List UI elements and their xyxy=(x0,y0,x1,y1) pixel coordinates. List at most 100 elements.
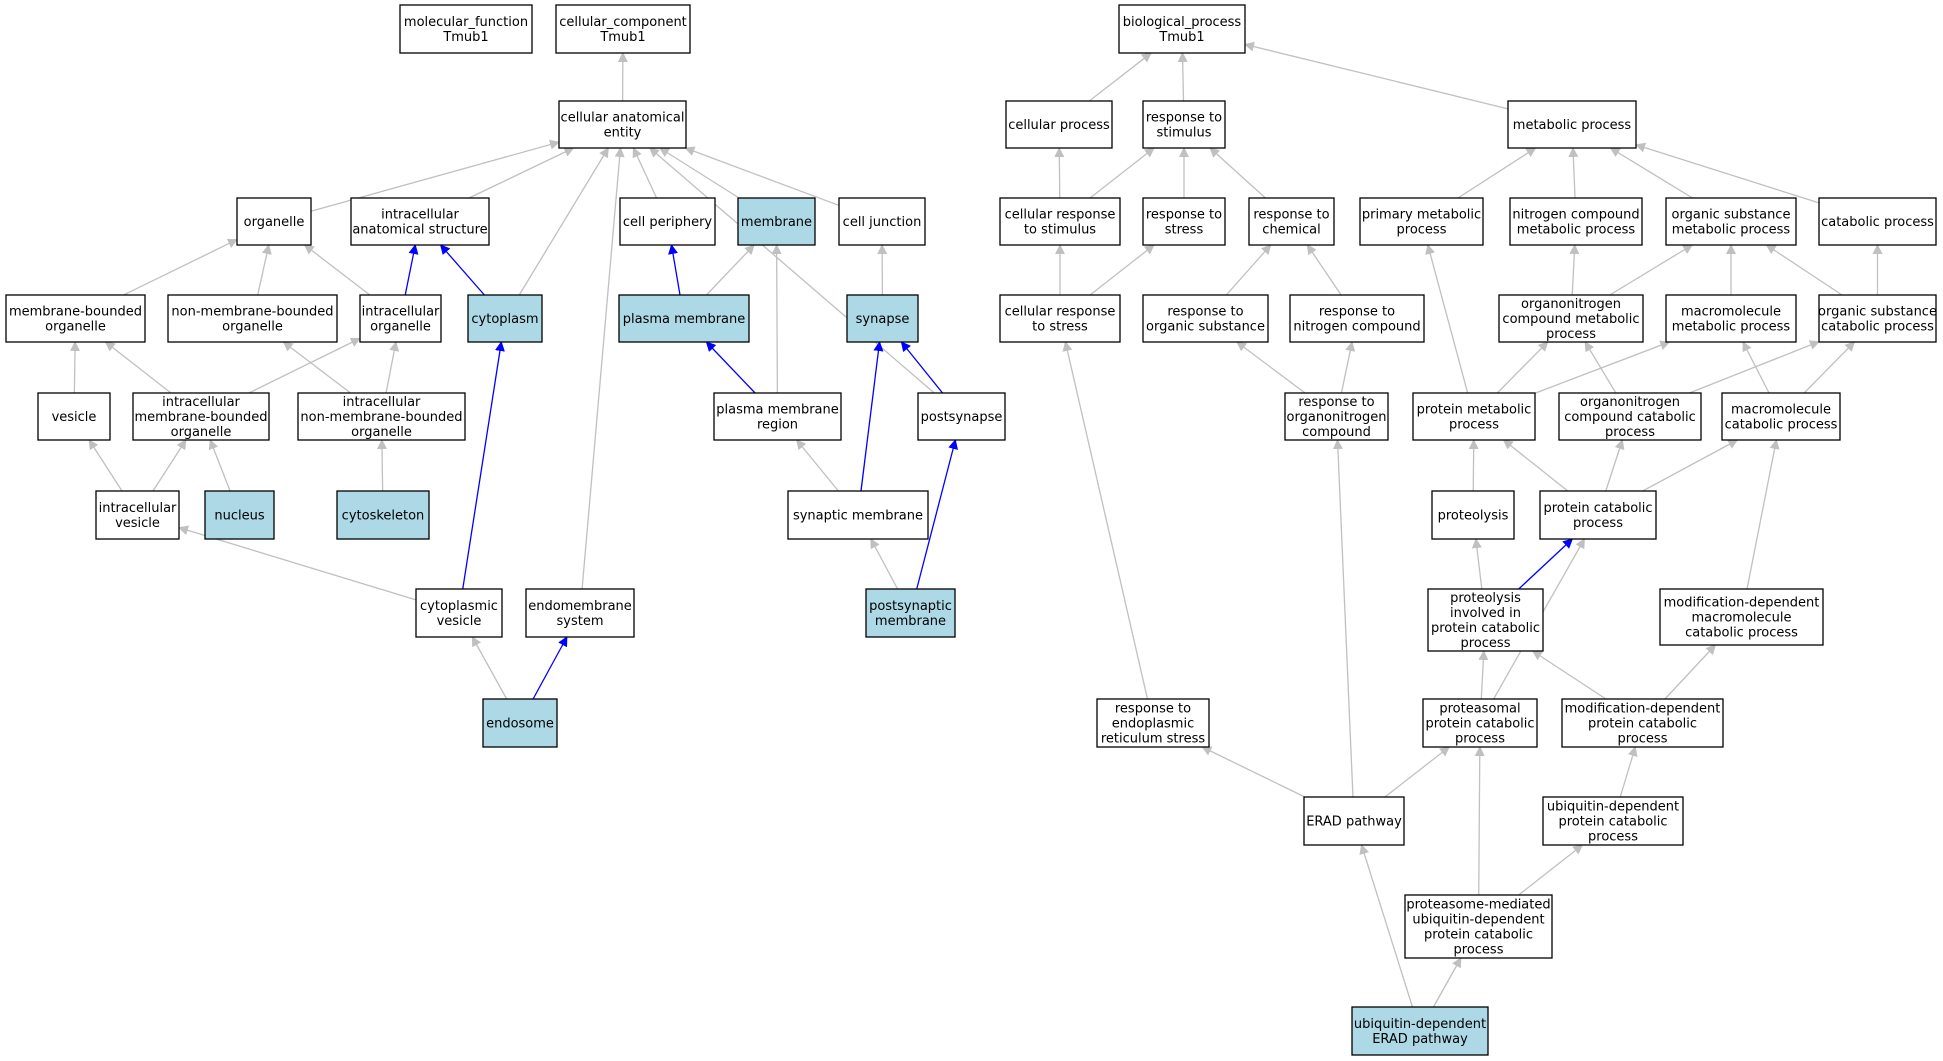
edge-endosome-to-cytves xyxy=(471,636,508,700)
term-box xyxy=(5,294,146,343)
edge-rtonc-to-rtos xyxy=(1236,341,1306,394)
term-node-inmbo[interactable]: intracellularnon-membrane-boundedorganel… xyxy=(297,392,466,441)
term-label-line: catabolic process xyxy=(1821,215,1934,230)
term-label-line: endoplasmic xyxy=(1112,717,1194,732)
term-node-cytoskel[interactable]: cytoskeleton xyxy=(336,490,430,540)
term-label-line: metabolic process xyxy=(1672,320,1791,335)
term-label-line: cellular response xyxy=(1005,305,1116,320)
edge-iv-to-imbo xyxy=(152,439,187,492)
term-box xyxy=(350,197,490,246)
term-label-line: non-membrane-bounded xyxy=(171,305,333,320)
term-node-catproc[interactable]: catabolic process xyxy=(1818,197,1937,246)
term-node-membrane[interactable]: membrane xyxy=(737,197,816,246)
term-label-line: process xyxy=(1449,418,1499,433)
term-box xyxy=(1539,490,1657,540)
term-label-line: ERAD pathway xyxy=(1372,1032,1468,1047)
edge-erad-to-rters xyxy=(1201,746,1306,798)
term-node-synmem[interactable]: synaptic membrane xyxy=(787,490,929,540)
term-label-line: process xyxy=(1461,636,1511,651)
term-box xyxy=(1561,698,1724,748)
edge-rtonc-to-rtnc xyxy=(1340,341,1356,394)
term-node-pmudpcp[interactable]: proteasome-mediatedubiquitin-dependentpr… xyxy=(1404,894,1553,959)
term-box xyxy=(399,4,533,54)
term-node-erad[interactable]: ERAD pathway xyxy=(1303,796,1405,846)
edge-psm-to-synmem xyxy=(870,538,899,590)
edge-rtos-to-rtchem xyxy=(1225,244,1272,296)
term-node-mdmcp[interactable]: modification-dependentmacromoleculecatab… xyxy=(1659,588,1824,646)
term-label-line: proteolysis xyxy=(1450,591,1521,606)
term-node-vesicle[interactable]: vesicle xyxy=(37,392,111,441)
term-label-line: response to xyxy=(1146,208,1222,223)
term-box xyxy=(846,294,919,343)
edge-io-to-ias xyxy=(404,244,419,296)
term-box xyxy=(1359,197,1484,246)
edge-protcat-to-protmet xyxy=(1502,439,1569,492)
term-label-line: ubiquitin-dependent xyxy=(1547,800,1679,815)
term-box xyxy=(1498,294,1644,343)
term-node-organelle[interactable]: organelle xyxy=(236,197,312,246)
term-label-line: compound catabolic xyxy=(1564,410,1696,425)
term-node-synapse[interactable]: synapse xyxy=(846,294,919,343)
term-label-line: catabolic process xyxy=(1685,626,1798,641)
term-node-proteolysis[interactable]: proteolysis xyxy=(1431,490,1515,540)
term-node-cellper[interactable]: cell periphery xyxy=(619,197,716,246)
term-label-line: stress xyxy=(1165,223,1204,238)
term-node-postsyn[interactable]: postsynapse xyxy=(917,392,1006,441)
term-label-line: cellular_component xyxy=(559,15,687,30)
term-node-metproc[interactable]: metabolic process xyxy=(1507,100,1637,149)
edge-cytoskel-to-inmbo xyxy=(376,439,387,492)
term-label-line: response to xyxy=(1298,395,1374,410)
edge-crs-to-cellproc xyxy=(1054,147,1065,199)
term-node-endosome[interactable]: endosome xyxy=(482,698,558,748)
term-node-cytoplasm[interactable]: cytoplasm xyxy=(467,294,543,343)
term-label-line: ERAD pathway xyxy=(1306,815,1402,830)
term-box xyxy=(467,294,543,343)
term-node-nucleus[interactable]: nucleus xyxy=(204,490,275,540)
term-node-pm[interactable]: plasma membrane xyxy=(618,294,750,343)
term-label-line: molecular_function xyxy=(404,15,528,30)
term-node-cellproc[interactable]: cellular process xyxy=(1005,100,1113,149)
term-label-line: reticulum stress xyxy=(1101,732,1206,747)
term-node-celljunc[interactable]: cell junction xyxy=(838,197,926,246)
term-label-line: nucleus xyxy=(214,509,264,524)
term-label-line: vesicle xyxy=(437,614,482,629)
